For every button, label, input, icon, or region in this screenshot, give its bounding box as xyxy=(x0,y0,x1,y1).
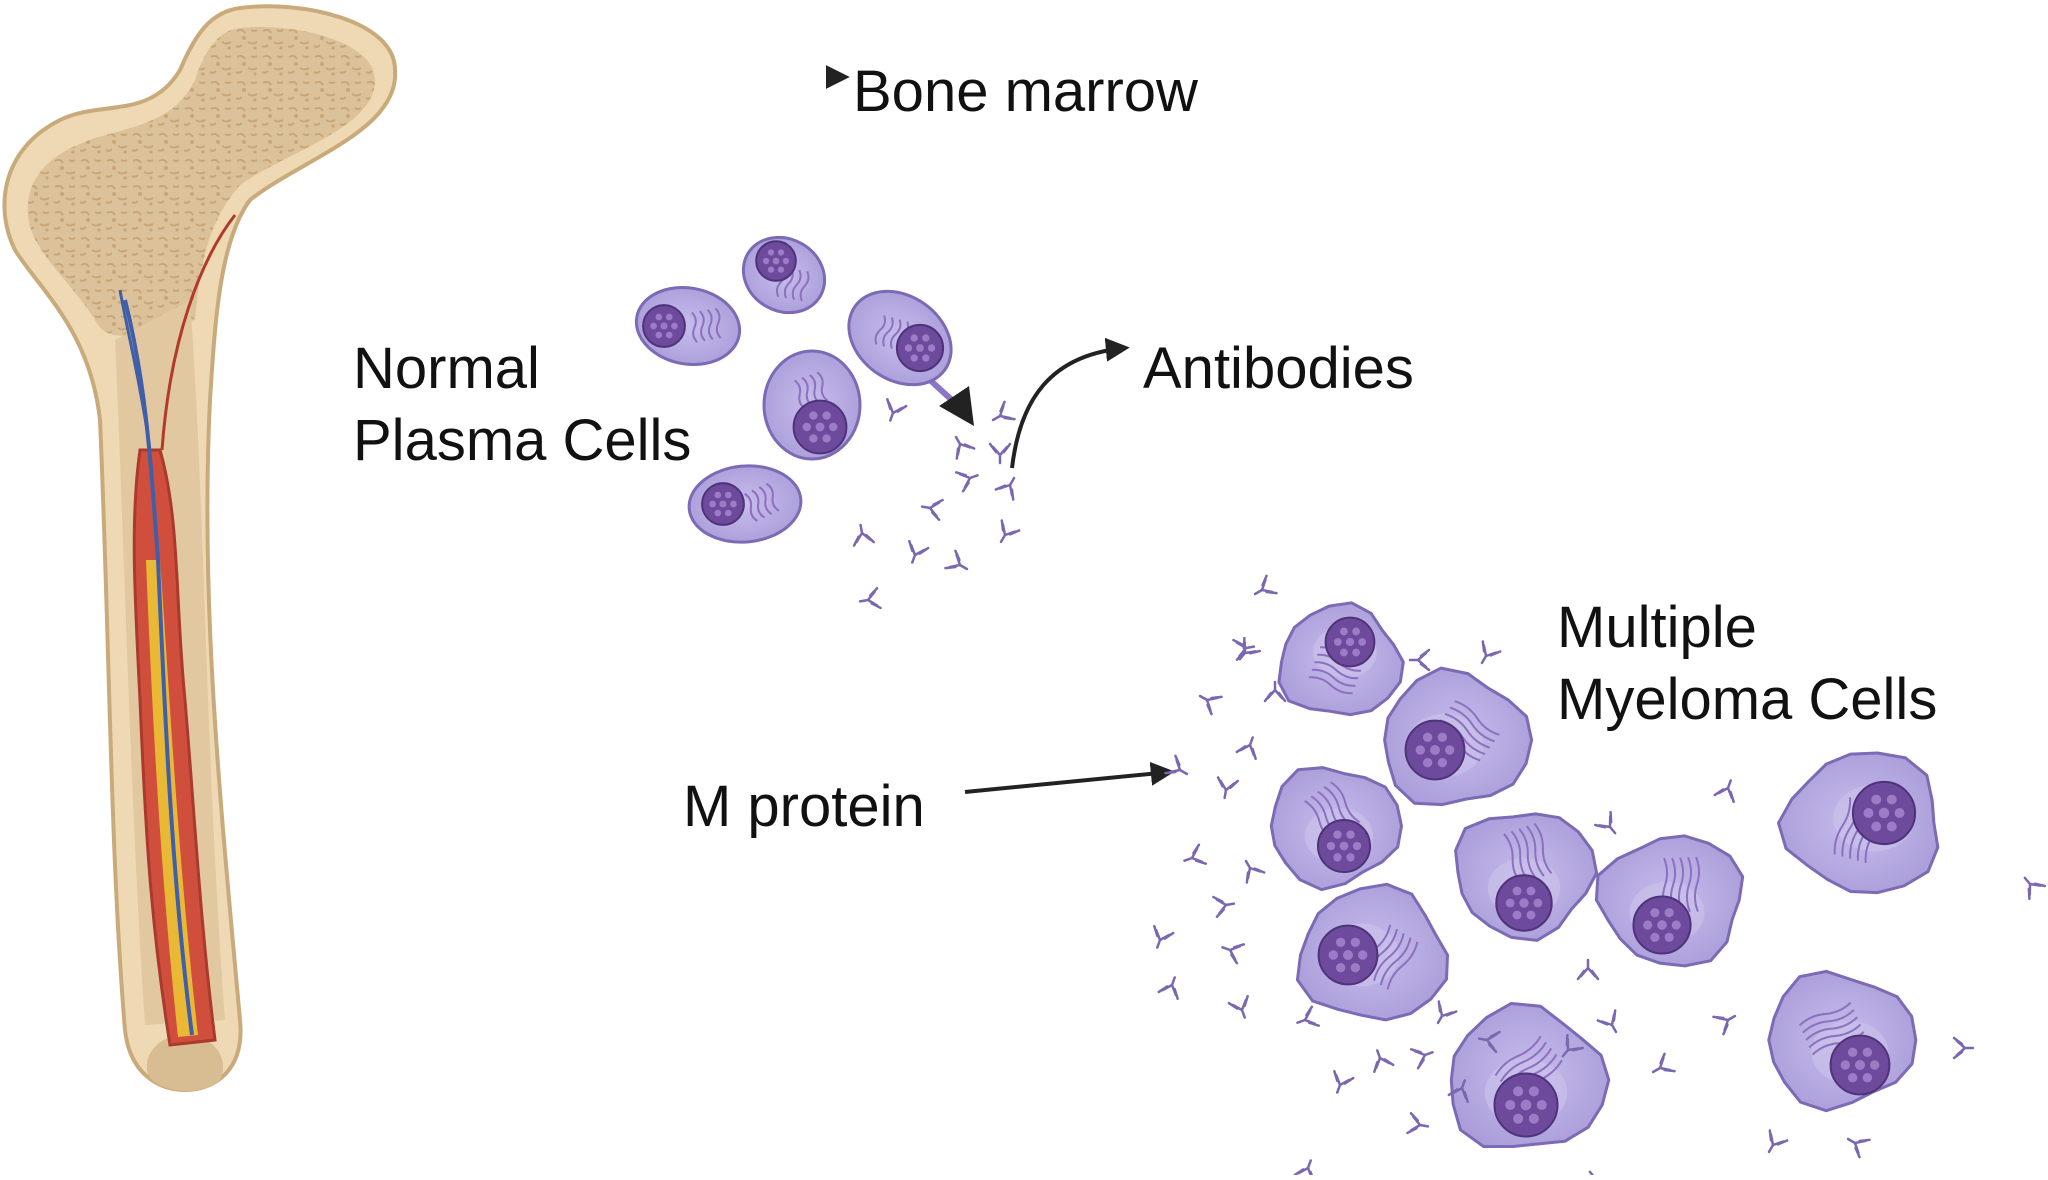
bone-spongy-head xyxy=(27,26,376,336)
antibody-icon xyxy=(954,471,979,493)
myeloma-cell xyxy=(1594,834,1745,968)
antibody-icon xyxy=(1253,574,1278,596)
antibody-icon xyxy=(1198,694,1223,716)
antibody-icon xyxy=(1164,754,1189,776)
endoplasmic-reticulum xyxy=(691,307,722,343)
endoplasmic-reticulum xyxy=(1503,822,1553,885)
blue-vessel xyxy=(123,299,194,1036)
antibody-icon xyxy=(1480,640,1502,665)
blue-vessel-branch xyxy=(118,289,152,451)
antibody-icon xyxy=(994,476,1016,501)
antibody-icon xyxy=(988,442,1012,465)
antibody-icon xyxy=(852,523,876,547)
antibody-icon xyxy=(1296,1005,1321,1027)
antibody-icon xyxy=(1216,776,1240,800)
plasma-cell xyxy=(762,349,862,461)
endoplasmic-reticulum xyxy=(744,482,780,522)
antibody-icon xyxy=(1373,1049,1395,1074)
antibody-icon xyxy=(920,498,944,522)
antibodies-group xyxy=(852,397,2046,1180)
red-vessel-branch xyxy=(160,214,237,451)
antibody-icon xyxy=(1232,638,1256,662)
antibody-icon xyxy=(954,435,976,460)
myeloma-cell xyxy=(1454,812,1599,942)
plasma-cell xyxy=(741,235,827,315)
antibody-icon xyxy=(1183,843,1208,865)
antibody-icon xyxy=(1712,1014,1737,1036)
antibody-icon xyxy=(1406,1111,1430,1135)
plasma-cell xyxy=(687,464,803,544)
antibody-icon xyxy=(1713,779,1735,804)
antibody-icon xyxy=(2023,876,2046,901)
antibody-icon xyxy=(1594,810,1617,835)
myeloma-cell xyxy=(1449,1002,1611,1148)
antibody-icon xyxy=(1244,859,1266,884)
antibody-icon xyxy=(1952,1036,1975,1060)
bone-end xyxy=(146,1035,224,1092)
antibody-icon xyxy=(1408,648,1431,672)
antibody-icon xyxy=(1227,994,1249,1019)
antibody-icon xyxy=(1477,1030,1501,1054)
antibody-icon xyxy=(1436,1000,1458,1025)
antibody-icon xyxy=(886,397,908,422)
antibody-icon xyxy=(858,586,882,610)
myeloma-cell xyxy=(1277,601,1405,717)
myeloma-cell xyxy=(1767,969,1918,1113)
antibody-icon xyxy=(1588,1170,1611,1180)
m-protein-label: M protein xyxy=(683,774,925,839)
antibody-icon xyxy=(1333,1069,1355,1094)
antibody-icon xyxy=(1263,680,1287,703)
antibody-icon xyxy=(1561,1033,1584,1058)
myeloma-label-2: Myeloma Cells xyxy=(1557,667,1938,732)
myeloma-cell xyxy=(1295,882,1449,1022)
normal-plasma-label-2: Plasma Cells xyxy=(353,408,692,473)
antibody-icon xyxy=(1651,1052,1676,1074)
myeloma-cell xyxy=(1383,666,1534,807)
antibody-icon xyxy=(1409,1048,1434,1070)
myeloma-label-1: Multiple xyxy=(1557,595,1757,660)
myeloma-cells xyxy=(1269,601,1940,1148)
antibody-icon xyxy=(1293,1159,1315,1180)
antibody-icon xyxy=(991,400,1016,422)
antibody-icon xyxy=(1767,1129,1789,1154)
bone-marrow-label: Bone marrow xyxy=(853,59,1198,124)
myeloma-cell xyxy=(1269,766,1403,892)
antibody-icon xyxy=(1576,958,1600,981)
antibody-icon xyxy=(1235,736,1257,761)
antibody-icon xyxy=(1221,943,1246,965)
antibody-icon xyxy=(1596,1009,1618,1034)
antibody-icon xyxy=(908,539,930,564)
antibody-icon xyxy=(1153,924,1175,949)
plasma-cell xyxy=(847,289,953,387)
antibody-icon xyxy=(1447,1079,1469,1104)
m-protein-arrow xyxy=(964,761,1175,794)
antibodies-arrow xyxy=(1010,337,1130,469)
antibody-icon xyxy=(944,549,969,571)
antibodies-label: Antibodies xyxy=(1143,336,1414,401)
antibody-icon xyxy=(999,519,1021,544)
antibody-icon xyxy=(1157,976,1179,1001)
myeloma-cell xyxy=(1777,751,1940,895)
femur-bone xyxy=(2,4,398,1093)
normal-plasma-cells xyxy=(634,235,953,544)
normal-plasma-label-1: Normal xyxy=(353,336,540,401)
plasma-cell xyxy=(634,286,742,366)
antibody-icon xyxy=(1212,895,1236,919)
antibody-icon xyxy=(1846,1137,1871,1159)
